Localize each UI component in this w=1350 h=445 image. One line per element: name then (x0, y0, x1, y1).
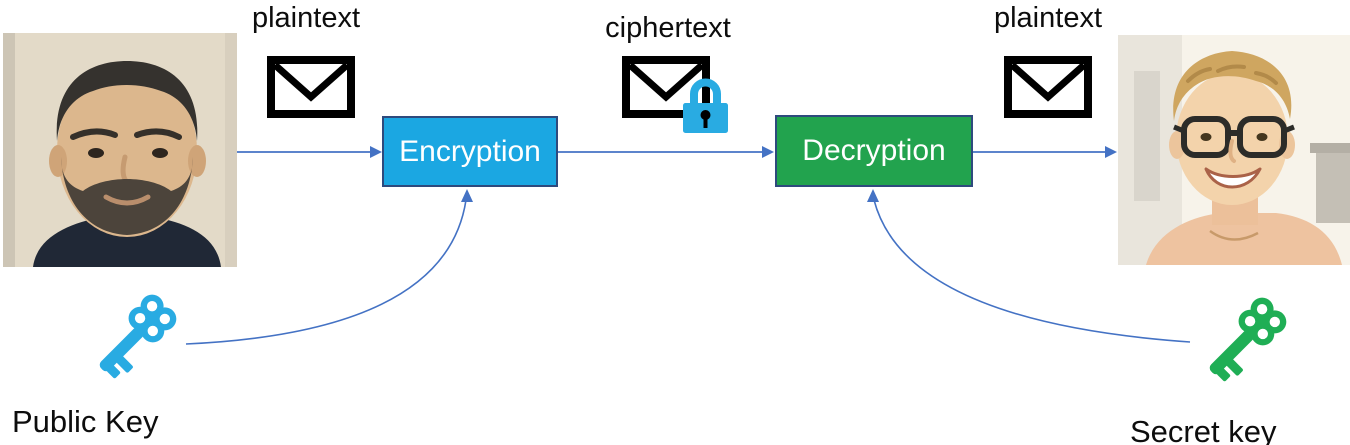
secret-key-label: Secret key (1130, 414, 1277, 445)
decryption-box: Decryption (775, 115, 973, 187)
secret-key-icon (1193, 291, 1293, 391)
plaintext-left-label: plaintext (251, 2, 360, 34)
public-key-label: Public Key (12, 404, 159, 439)
public-key-icon (83, 288, 183, 388)
ciphertext-label: ciphertext (605, 12, 731, 44)
arrow-sender-to-encryption (237, 146, 382, 158)
decryption-box-label: Decryption (802, 134, 946, 167)
arrow-decryption-to-receiver (973, 146, 1117, 158)
envelope-icon (1004, 56, 1092, 118)
envelope-icon (267, 56, 355, 118)
encryption-box: Encryption (382, 116, 558, 187)
encryption-box-label: Encryption (399, 134, 541, 168)
sender-photo (3, 33, 237, 267)
arrow-encryption-to-decryption (558, 146, 774, 158)
padlock-icon (681, 77, 730, 134)
plaintext-right-label: plaintext (993, 2, 1102, 34)
receiver-photo (1118, 35, 1350, 265)
